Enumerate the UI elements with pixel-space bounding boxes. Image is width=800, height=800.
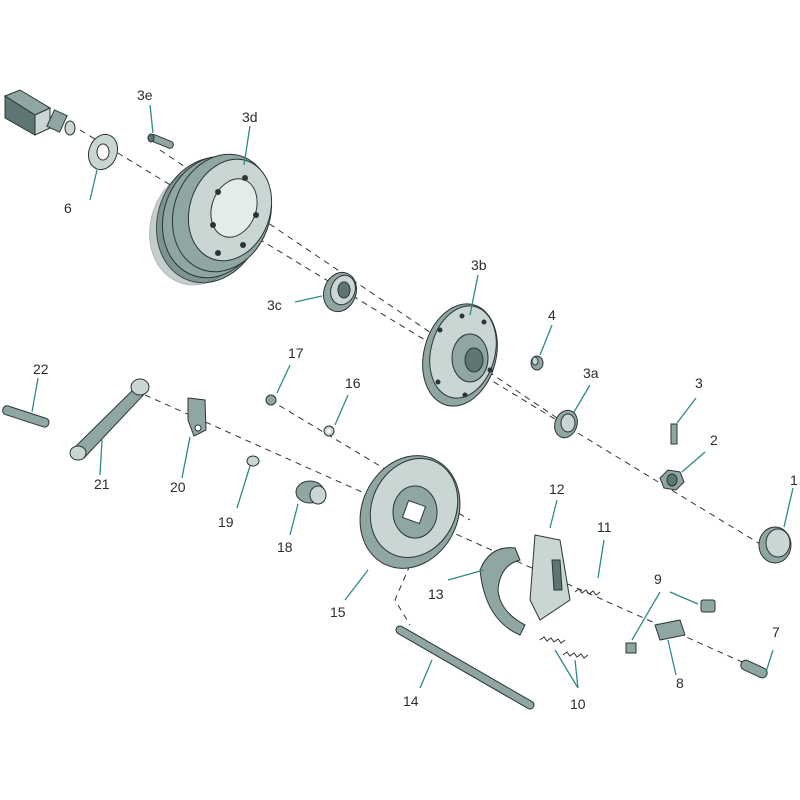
brake-drum-part	[149, 153, 273, 286]
callout-16: 16	[345, 375, 361, 391]
brake-axis-line	[269, 399, 471, 521]
callout-10: 10	[570, 696, 586, 712]
brake-shoe-part-13	[479, 547, 526, 636]
callout-11: 11	[597, 519, 612, 535]
callout-8: 8	[676, 675, 684, 691]
washer-part-6	[87, 133, 119, 171]
hub-flange-part-3b	[422, 303, 498, 407]
dust-cap-part-1	[758, 526, 792, 564]
callout-3d: 3d	[242, 109, 258, 125]
bushing-part-4	[530, 355, 544, 371]
callout-9: 9	[654, 571, 662, 587]
bearing-part-3a	[554, 409, 578, 439]
callout-20: 20	[170, 479, 186, 495]
lever-arm-part-21	[69, 378, 150, 461]
rod-link-line	[394, 564, 411, 626]
callout-21: 21	[94, 476, 110, 492]
callout-3c: 3c	[267, 297, 282, 313]
backing-plate-part-15	[359, 455, 461, 569]
callout-3: 3	[695, 375, 703, 391]
bolt-part-7	[740, 659, 768, 679]
spring-part-11	[574, 588, 601, 596]
block-part-9	[625, 599, 716, 654]
ring-part-17	[265, 394, 277, 406]
callout-3b: 3b	[471, 257, 487, 273]
callout-15: 15	[330, 604, 346, 620]
clip-part-19	[246, 455, 260, 467]
callout-7: 7	[772, 624, 780, 640]
callout-labels: 1 2 3 3a 3b 3c 3d 3e 4 6 7 8 9 10 11 12 …	[33, 87, 798, 712]
callout-19: 19	[218, 514, 234, 530]
castle-nut-part-2	[659, 469, 685, 491]
leader-lines	[31, 104, 794, 689]
bearing-part-3c	[322, 271, 358, 313]
callout-22: 22	[33, 361, 49, 377]
ring-part-16	[323, 425, 335, 437]
callout-13: 13	[428, 586, 444, 602]
callout-18: 18	[277, 539, 293, 555]
bracket-part-20	[187, 397, 207, 437]
adjuster-part-8	[654, 619, 686, 641]
stud-bolt-part-3e	[147, 133, 174, 149]
callout-2: 2	[710, 432, 718, 448]
callout-3e: 3e	[137, 87, 153, 103]
cotter-pin-part-3	[670, 423, 678, 445]
callout-4: 4	[548, 307, 556, 323]
shoe-plate-part-12	[529, 534, 571, 621]
callout-6: 6	[64, 200, 72, 216]
callout-14: 14	[403, 693, 419, 709]
sleeve-part-18	[295, 480, 327, 505]
rod-part-14	[395, 625, 535, 710]
axle-stub-part	[3, 89, 76, 136]
callout-12: 12	[549, 481, 565, 497]
callout-3a: 3a	[583, 365, 599, 381]
springs-part-10	[539, 636, 589, 659]
callout-1: 1	[790, 472, 798, 488]
callout-17: 17	[288, 345, 304, 361]
pin-part-22	[2, 405, 50, 428]
